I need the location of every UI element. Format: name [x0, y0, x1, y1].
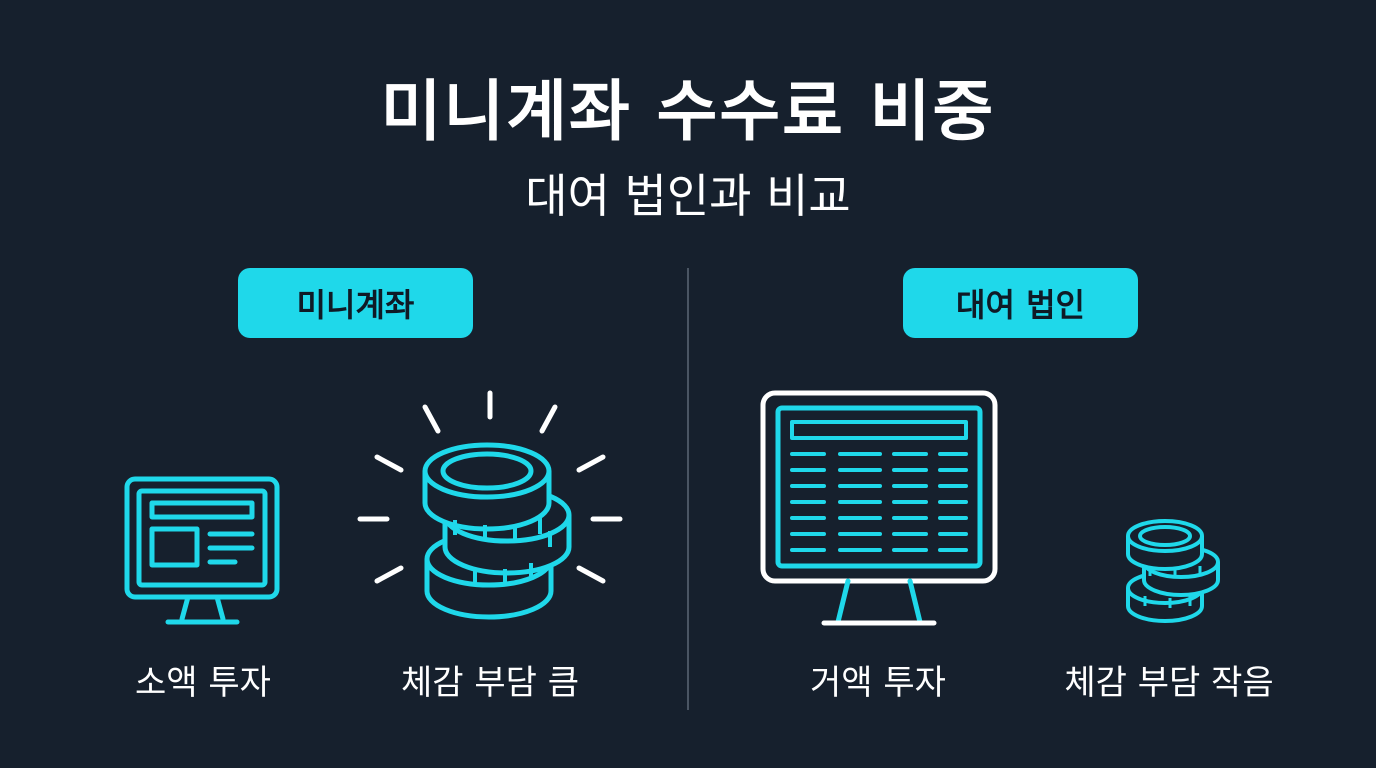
- small-coin-stack-icon: [1126, 519, 1220, 623]
- center-divider: [687, 268, 689, 710]
- right-item-2-label: 체감 부담 작음: [1064, 663, 1274, 703]
- small-monitor-icon: [124, 476, 280, 625]
- left-item-2-label: 체감 부담 큼: [400, 663, 579, 703]
- right-item-1-label: 거액 투자: [810, 663, 946, 703]
- page-subtitle: 대여 법인과 비교: [525, 169, 851, 223]
- large-coin-stack-icon: [357, 390, 623, 620]
- page-title: 미니계좌 수수료 비중: [380, 73, 996, 150]
- left-item-1-label: 소액 투자: [135, 663, 271, 703]
- large-monitor-icon: [760, 390, 998, 626]
- left-panel-header: 미니계좌: [238, 268, 473, 338]
- right-panel-header: 대여 법인: [903, 268, 1138, 338]
